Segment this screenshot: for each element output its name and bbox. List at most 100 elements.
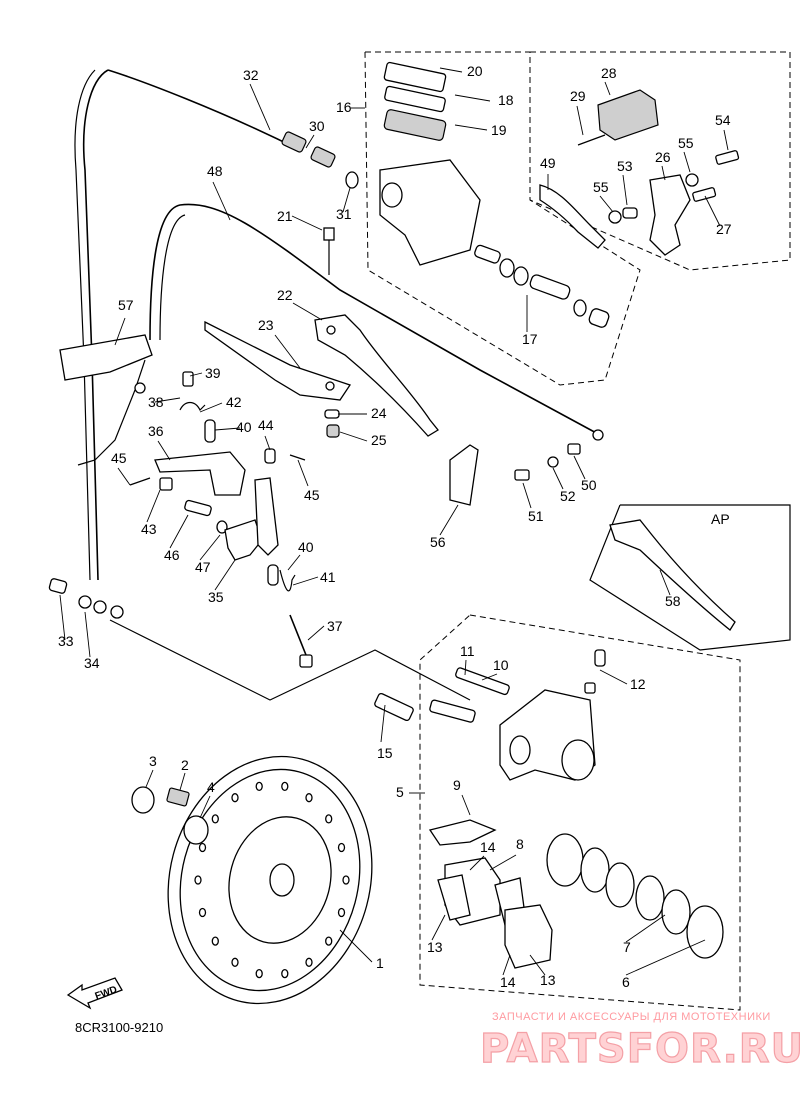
leader-line [454, 124, 488, 131]
leader-line [380, 704, 386, 743]
leader-line [576, 105, 584, 136]
callout-34: 34 [84, 655, 100, 671]
callout-48: 48 [207, 163, 223, 179]
callout-31: 31 [336, 206, 352, 222]
leader-line [659, 569, 671, 596]
callout-2: 2 [181, 757, 189, 773]
leader-line [529, 954, 546, 976]
leader-line [154, 397, 181, 403]
callout-9: 9 [453, 777, 461, 793]
leader-line [461, 794, 471, 816]
callout-22: 22 [277, 287, 293, 303]
fwd-arrow: FWD [66, 977, 123, 1010]
caliper-pistons [546, 833, 724, 959]
leader-line [212, 181, 231, 221]
hoses [74, 69, 601, 581]
banjo-bolt-group [514, 429, 604, 481]
leader-line [214, 427, 241, 431]
master-cylinder [281, 61, 610, 328]
leader-line [199, 402, 223, 413]
leader-line [464, 659, 467, 676]
callouts: 1 2 3 4 5 6 7 8 9 10 11 12 13 13 14 14 1… [58, 63, 732, 990]
diaphragm-19 [383, 109, 447, 141]
disc-holes [194, 781, 350, 979]
callout-30: 30 [309, 118, 325, 134]
leader-line [292, 576, 319, 586]
leader-line [179, 772, 186, 791]
leader-line [573, 455, 586, 480]
callout-55a: 55 [678, 135, 694, 151]
disc-hole [255, 968, 263, 979]
callout-54: 54 [715, 112, 731, 128]
callout-55b: 55 [593, 179, 609, 195]
callout-40a: 40 [236, 419, 252, 435]
lever-23 [204, 320, 352, 401]
brake-pads [428, 819, 553, 969]
leader-line [305, 134, 315, 149]
disc-hole [198, 907, 207, 918]
caliper [374, 649, 606, 781]
callout-20: 20 [467, 63, 483, 79]
disc-hardware [131, 786, 209, 845]
ap-lever-58 [609, 519, 736, 631]
callout-37: 37 [327, 618, 343, 634]
leader-line [169, 514, 189, 549]
callout-26: 26 [655, 149, 671, 165]
disc-hole [305, 793, 313, 803]
callout-38: 38 [148, 394, 164, 410]
callout-46: 46 [164, 547, 180, 563]
leader-line [274, 334, 301, 369]
leader-line [339, 929, 373, 963]
leader-line [291, 215, 323, 231]
callout-41: 41 [320, 569, 336, 585]
leader-line [454, 94, 491, 102]
callout-23: 23 [258, 317, 274, 333]
callout-14a: 14 [480, 839, 496, 855]
leader-line [599, 669, 628, 685]
disc-hole [211, 936, 219, 946]
callout-42: 42 [226, 394, 242, 410]
disc-hole [281, 968, 289, 979]
cap-plate-18 [384, 85, 446, 113]
callout-21: 21 [277, 208, 293, 224]
callout-36: 36 [148, 423, 164, 439]
callout-35: 35 [208, 589, 224, 605]
pedal-arm-35 [224, 519, 263, 561]
disc-hole [337, 842, 346, 853]
leader-line [145, 769, 154, 788]
callout-18: 18 [498, 92, 514, 108]
leader-line [683, 151, 691, 173]
disc-hole [325, 814, 333, 824]
callout-40b: 40 [298, 539, 314, 555]
watermark: ЗАПЧАСТИ И АКСЕССУАРЫ ДЛЯ МОТОТЕХНИКИ PA… [479, 1011, 800, 1073]
callout-17: 17 [522, 331, 538, 347]
leader-line [199, 534, 221, 561]
callout-29: 29 [570, 88, 586, 104]
brake-disc [167, 755, 373, 1005]
pedal-lever-49 [539, 184, 606, 249]
callout-56: 56 [430, 534, 446, 550]
leader-line [489, 854, 517, 871]
disc-hole [281, 781, 289, 792]
diagram-code: 8CR3100-9210 [75, 1020, 163, 1035]
leader-line [704, 195, 721, 227]
leader-line [552, 467, 564, 490]
leader-line [723, 129, 729, 151]
callout-58: 58 [665, 593, 681, 609]
leader-line [342, 187, 351, 213]
brake-hose-32 [82, 69, 109, 581]
callout-49: 49 [540, 155, 556, 171]
disc-hole [231, 793, 239, 803]
callout-13a: 13 [427, 939, 443, 955]
group-outlines [109, 51, 791, 1011]
callout-4: 4 [207, 779, 215, 795]
leader-line [157, 440, 171, 461]
leader-line [339, 431, 368, 442]
switch-assembly [539, 89, 740, 256]
leader-line [189, 372, 203, 377]
disc-hole [255, 781, 263, 792]
callout-7: 7 [623, 939, 631, 955]
leader-line [146, 489, 161, 523]
